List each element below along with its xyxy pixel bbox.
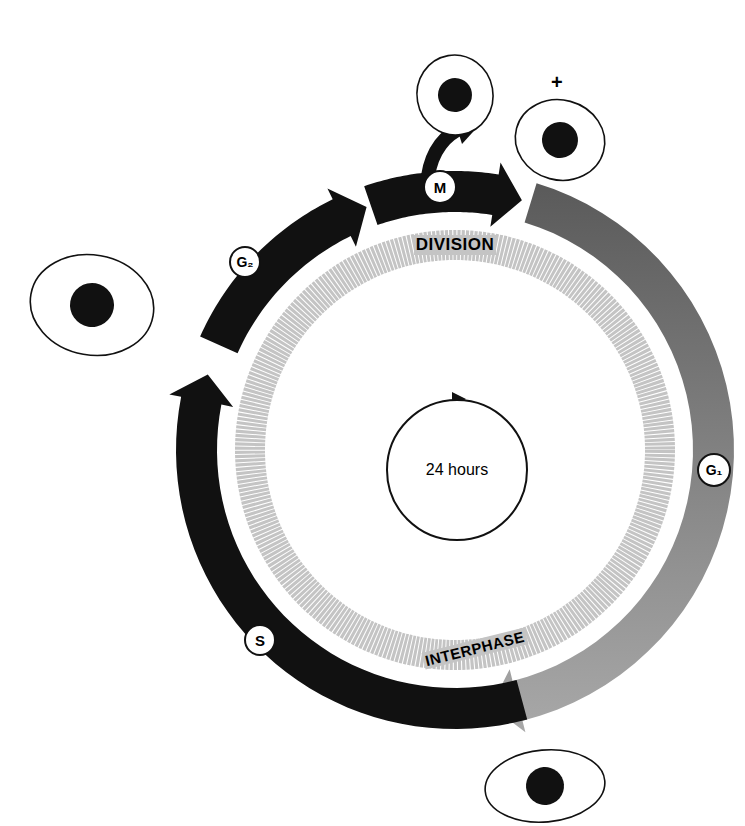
phase-letter: G₂ bbox=[236, 254, 253, 270]
nucleus bbox=[67, 280, 118, 331]
nucleus bbox=[538, 118, 582, 162]
cell-membrane bbox=[411, 49, 500, 141]
phase-letter: G₁ bbox=[706, 462, 723, 478]
clock-circle: 24 hours bbox=[386, 399, 528, 541]
cell bbox=[22, 245, 161, 365]
phase-circle: G₂ bbox=[229, 246, 261, 278]
cell-membrane bbox=[22, 245, 161, 365]
cell bbox=[506, 90, 614, 191]
cell bbox=[482, 745, 608, 826]
phase-ring bbox=[250, 245, 660, 655]
phase-circle: G₁ bbox=[697, 453, 731, 487]
cell-membrane bbox=[482, 745, 608, 826]
phase-letter: S bbox=[255, 632, 265, 649]
plus-sign: + bbox=[549, 71, 565, 94]
duration-label: 24 hours bbox=[426, 461, 488, 479]
nucleus bbox=[435, 75, 474, 114]
s-arrow bbox=[169, 374, 527, 729]
mitosis-arrow bbox=[364, 163, 522, 227]
phase-circle: S bbox=[244, 624, 276, 656]
cell-membrane bbox=[506, 90, 614, 191]
phase-letter: M bbox=[434, 179, 447, 196]
cell bbox=[411, 49, 500, 141]
phase-circle: M bbox=[423, 170, 457, 204]
phase-group-label: DIVISION bbox=[414, 235, 497, 255]
nucleus bbox=[524, 765, 565, 806]
